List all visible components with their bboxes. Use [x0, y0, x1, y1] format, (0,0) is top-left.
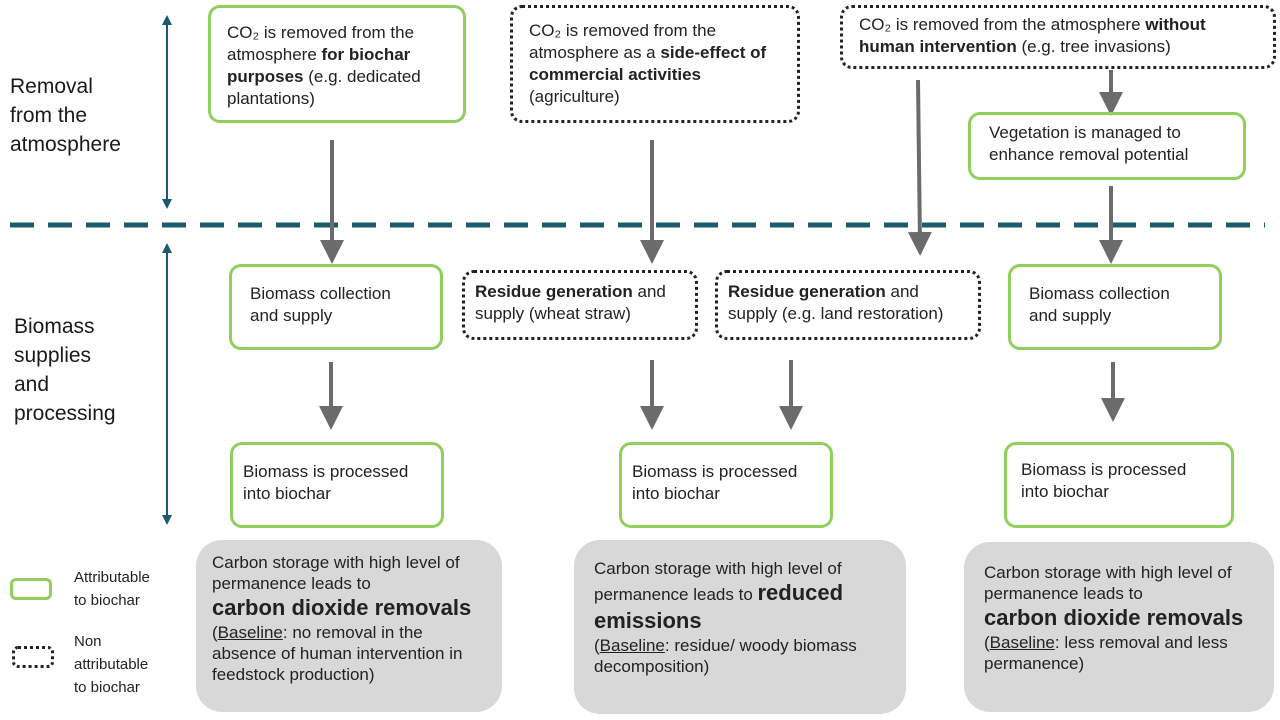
result-box-reduced-emissions: Carbon storage with high level of perman… — [574, 540, 906, 714]
legend-attributable-label: Attributable to biochar — [74, 569, 150, 609]
process-box-col4: Biomass is processed into biochar — [1004, 442, 1234, 528]
supply-box-land-restoration: Residue generation and supply (e.g. land… — [715, 270, 981, 340]
section-label-removal: Removal from the atmosphere — [10, 75, 121, 156]
supply-box-col4: Biomass collection and supply — [1008, 264, 1222, 350]
removal-box-biochar-purposes: CO₂ is removed from the atmosphere for b… — [208, 5, 466, 123]
arrow-col3-top — [907, 79, 932, 256]
removal-box-side-effect: CO₂ is removed from the atmosphere as a … — [510, 5, 800, 123]
result-box-removals-1: Carbon storage with high level of perman… — [196, 540, 502, 712]
vegetation-managed-box: Vegetation is managed to enhance removal… — [968, 112, 1246, 180]
legend-attributable-swatch — [10, 578, 52, 600]
legend-non-attributable-label: Non attributable to biochar — [74, 633, 149, 696]
result-box-removals-2: Carbon storage with high level of perman… — [964, 542, 1274, 712]
process-box-col1: Biomass is processed into biochar — [230, 442, 444, 528]
supply-box-wheat-straw: Residue generation and supply (wheat str… — [462, 270, 698, 340]
section-label-biomass: Biomass supplies and processing — [14, 315, 116, 425]
removal-box-no-human: CO₂ is removed from the atmosphere witho… — [840, 5, 1276, 69]
process-box-col2: Biomass is processed into biochar — [619, 442, 833, 528]
legend-non-attributable-swatch — [12, 646, 54, 668]
supply-box-col1: Biomass collection and supply — [229, 264, 443, 350]
